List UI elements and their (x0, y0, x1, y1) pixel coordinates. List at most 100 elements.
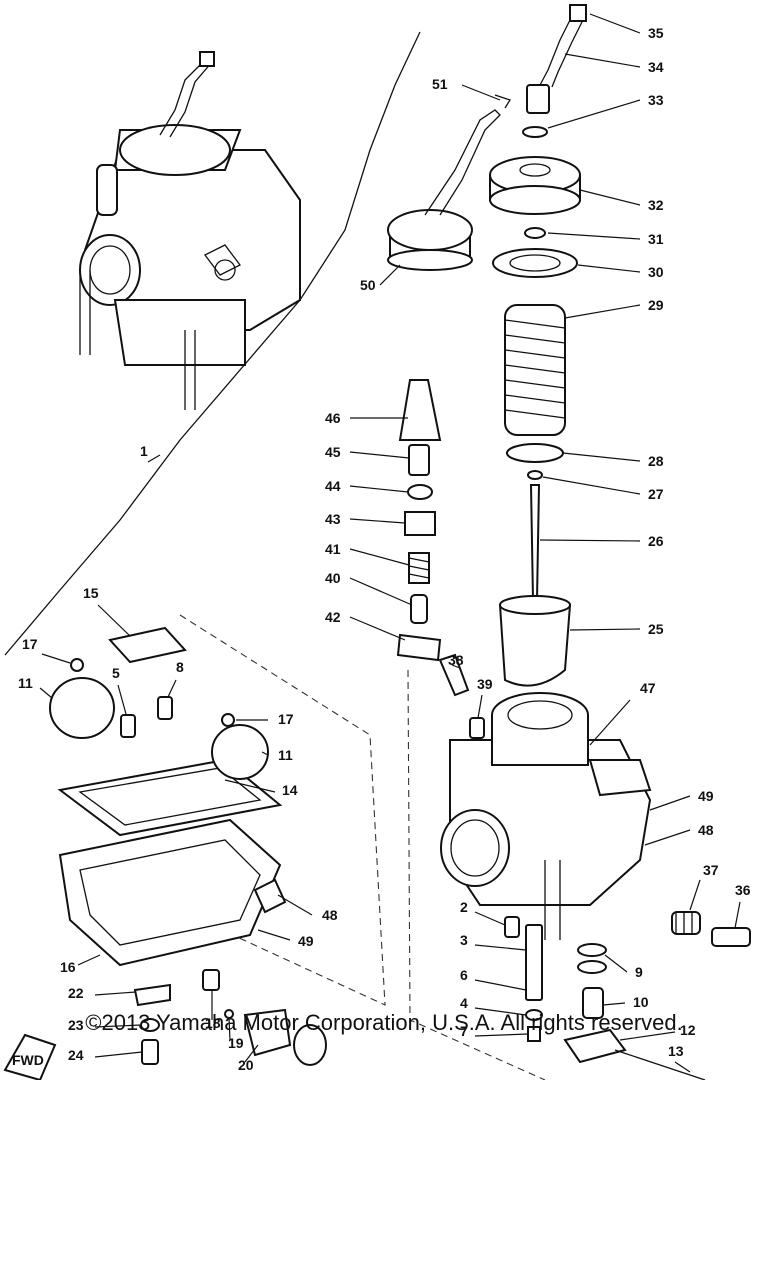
callout-label-3: 3 (460, 932, 468, 948)
callout-leader-2 (474, 911, 506, 926)
assembled-carburetor (79, 51, 301, 410)
copyright-notice: ©2013 Yamaha Motor Corporation, U.S.A. A… (85, 1010, 683, 1035)
callout-leader-41 (349, 548, 410, 566)
callout-label-2: 2 (460, 899, 468, 915)
callout-label-10: 10 (633, 994, 649, 1010)
callout-label-48b: 48 (322, 907, 338, 923)
callout-label-51: 51 (432, 76, 448, 92)
callout-leader-19 (228, 1017, 231, 1041)
throttle-cable-assembly (522, 4, 587, 138)
jets-assembly (504, 916, 706, 1080)
throttle-spring (504, 304, 566, 436)
callout-leader-4 (474, 1007, 527, 1016)
callout-leader-15 (97, 604, 131, 637)
callout-leader-10 (602, 1002, 626, 1006)
callout-leader-35 (589, 13, 641, 34)
callout-label-17b: 17 (278, 711, 294, 727)
callout-label-34: 34 (648, 59, 664, 75)
float-pin-5 (120, 714, 136, 738)
callout-label-11a: 11 (18, 675, 33, 691)
callout-leader-3 (474, 944, 527, 951)
jet-needle (529, 484, 541, 601)
callout-label-17a: 17 (22, 636, 38, 652)
callout-label-49a: 49 (698, 788, 714, 804)
float-pin-8 (157, 696, 173, 720)
callout-leader-16 (77, 954, 101, 966)
callout-leader-27 (542, 476, 641, 495)
callout-leader-49a (649, 795, 691, 811)
callout-label-25: 25 (648, 621, 664, 637)
clip-part (527, 470, 543, 480)
callout-label-36: 36 (735, 882, 751, 898)
callout-label-30: 30 (648, 264, 664, 280)
screw-24 (141, 1039, 159, 1065)
screw-20 (243, 1008, 292, 1057)
callout-leader-33 (547, 99, 641, 129)
callout-leader-50 (379, 264, 401, 286)
callout-label-16: 16 (60, 959, 76, 975)
callout-label-41: 41 (325, 541, 341, 557)
callout-leader-5 (117, 684, 127, 715)
callout-label-26: 26 (648, 533, 664, 549)
callout-leader-1 (147, 454, 161, 463)
throttle-stop-screw (438, 653, 470, 697)
callout-leader-8 (167, 679, 177, 698)
callout-label-47: 47 (640, 680, 656, 696)
gasket-part (492, 248, 578, 278)
callout-leader-42 (349, 616, 406, 641)
callout-label-23: 23 (68, 1017, 84, 1033)
callout-leader-23 (94, 1024, 142, 1028)
callout-leader-43 (349, 518, 406, 524)
callout-leader-13 (674, 1061, 691, 1073)
callout-label-31: 31 (648, 231, 664, 247)
callout-leader-6 (474, 979, 527, 991)
callout-label-13: 13 (668, 1043, 684, 1059)
callout-leader-25 (569, 628, 641, 631)
callout-leader-29 (564, 304, 641, 319)
callout-label-8: 8 (176, 659, 184, 675)
callout-leader-7 (474, 1033, 529, 1037)
callout-label-19: 19 (228, 1035, 244, 1051)
callout-label-50: 50 (360, 277, 376, 293)
plate-22 (133, 983, 171, 1007)
throttle-valve (498, 595, 572, 687)
fwd-arrow-icon: FWD (3, 1033, 57, 1080)
callout-leader-47 (589, 699, 631, 746)
drain-tube (253, 878, 287, 914)
callout-label-45: 45 (325, 444, 341, 460)
callout-leader-48b (277, 894, 313, 916)
callout-leader-51 (461, 84, 501, 101)
callout-leader-14 (224, 779, 276, 793)
spring-seat (506, 443, 564, 463)
starter-plunger-assembly (396, 379, 442, 662)
callout-label-33: 33 (648, 92, 664, 108)
callout-label-35: 35 (648, 25, 664, 41)
callout-leader-26 (539, 539, 641, 542)
carburetor-body (440, 692, 652, 940)
callout-label-14: 14 (282, 782, 298, 798)
callout-leader-28 (562, 452, 641, 462)
callout-label-38: 38 (448, 652, 464, 668)
spring-18 (202, 969, 220, 991)
pilot-air-screw (711, 927, 751, 947)
callout-leader-39 (477, 694, 483, 719)
callout-leader-48a (644, 829, 691, 846)
cap-21 (293, 1024, 327, 1066)
callout-leader-44 (349, 485, 409, 493)
callout-label-29: 29 (648, 297, 664, 313)
callout-leader-17a (41, 653, 71, 664)
callout-leader-20 (244, 1044, 259, 1063)
callout-label-40: 40 (325, 570, 341, 586)
callout-leader-9 (604, 954, 628, 973)
floats (49, 658, 269, 780)
callout-label-11b: 11 (278, 747, 293, 763)
callout-label-4: 4 (460, 995, 468, 1011)
callout-leader-12 (619, 1031, 676, 1041)
callout-leader-37 (689, 879, 701, 911)
callout-leader-45 (349, 451, 410, 459)
callout-leader-22 (94, 991, 137, 996)
carburetor-exploded-diagram: FWD 123456789101111121314151617171819202… (3, 4, 751, 1080)
callout-label-37: 37 (703, 862, 719, 878)
callout-label-24: 24 (68, 1047, 84, 1063)
callout-label-20: 20 (238, 1057, 254, 1073)
